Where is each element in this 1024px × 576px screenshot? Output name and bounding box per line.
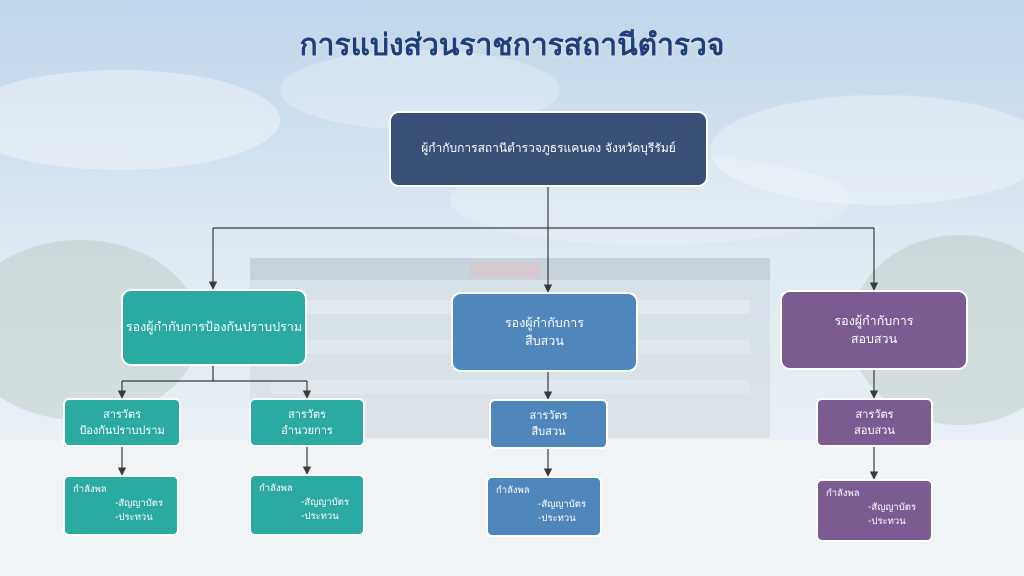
investigation-inspector-line2: สืบสวน [531,425,566,438]
investigation-deputy-line1: รองผู้กำกับการ [504,314,585,330]
manpower-noncommissioned: -ประทวน [868,515,906,527]
administration-inspector-box: สารวัตร อำนวยการ [249,398,365,447]
manpower-commissioned: -สัญญาบัตร [115,497,164,509]
manpower-commissioned: -สัญญาบัตร [301,496,350,508]
inquiry-inspector-line1: สารวัตร [855,407,894,421]
prevention-inspector-line1: สารวัตร [102,407,142,421]
administration-inspector-line2: อำนวยการ [281,423,333,437]
manpower-label: กำลังพล [826,488,860,499]
inquiry-deputy-box: รองผู้กำกับการ สอบสวน [780,290,968,370]
page-title: การแบ่งส่วนราชการสถานีตำรวจ [299,28,725,63]
commander-box: ผู้กำกับการสถานีตำรวจภูธรแคนดง จังหวัดบุ… [389,111,708,187]
administration-inspector-line1: สารวัตร [287,407,327,421]
investigation-deputy-line2: สืบสวน [525,333,564,348]
prevention-manpower-box: กำลังพล -สัญญาบัตร -ประทวน [63,475,179,536]
manpower-commissioned: -สัญญาบัตร [868,501,917,513]
commander-label: ผู้กำกับการสถานีตำรวจภูธรแคนดง จังหวัดบุ… [421,141,676,156]
administration-manpower-box: กำลังพล -สัญญาบัตร -ประทวน [249,474,365,536]
prevention-inspector-box: สารวัตร ป้องกันปราบปราม [63,398,181,447]
manpower-noncommissioned: -ประทวน [301,510,339,522]
manpower-label: กำลังพล [73,484,107,495]
inquiry-deputy-line1: รองผู้กำกับการ [834,312,914,328]
prevention-deputy-box: รองผู้กำกับการป้องกันปราบปราม [121,289,307,366]
manpower-noncommissioned: -ประทวน [538,512,576,524]
inquiry-manpower-box: กำลังพล -สัญญาบัตร -ประทวน [816,479,933,542]
investigation-deputy-box: รองผู้กำกับการ สืบสวน [451,292,638,372]
prevention-inspector-line2: ป้องกันปราบปราม [79,423,165,437]
inquiry-inspector-line2: สอบสวน [854,423,895,437]
manpower-label: กำลังพล [496,485,530,496]
investigation-manpower-box: กำลังพล -สัญญาบัตร -ประทวน [486,476,602,537]
manpower-label: กำลังพล [259,483,293,494]
manpower-noncommissioned: -ประทวน [115,511,153,523]
investigation-inspector-box: สารวัตร สืบสวน [489,399,608,449]
prevention-deputy-label: รองผู้กำกับการป้องกันปราบปราม [125,319,303,335]
investigation-inspector-line1: สารวัตร [529,409,568,423]
inquiry-inspector-box: สารวัตร สอบสวน [816,398,933,447]
manpower-commissioned: -สัญญาบัตร [538,498,587,510]
inquiry-deputy-line2: สอบสวน [850,331,898,346]
